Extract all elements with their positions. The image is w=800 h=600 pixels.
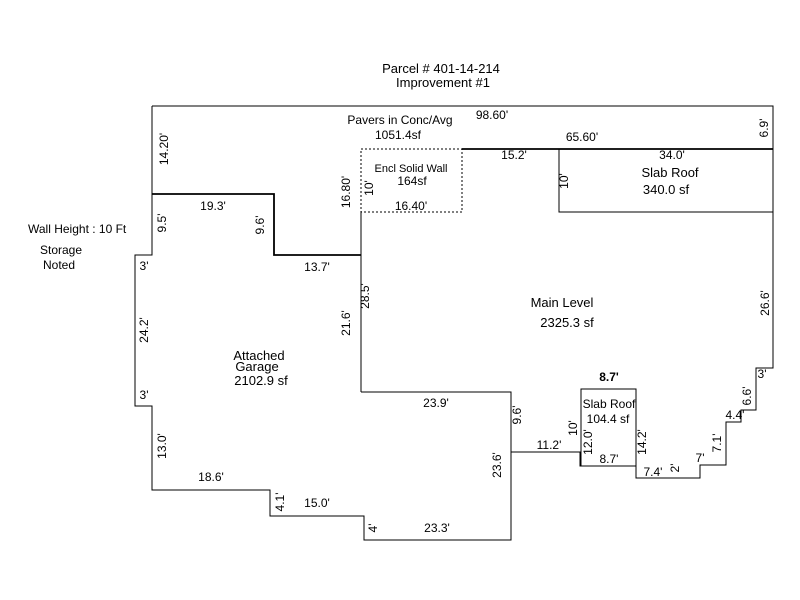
pavers-area: 1051.4sf — [375, 128, 422, 142]
dim-10-small: 10' — [566, 420, 580, 436]
dim-15-0: 15.0' — [304, 496, 330, 510]
dim-11-2: 11.2' — [537, 438, 562, 452]
dim-23-6: 23.6' — [490, 452, 504, 478]
dim-16-80: 16.80' — [339, 176, 353, 208]
garage-top-wall — [152, 193, 361, 256]
dim-98-60: 98.60' — [476, 108, 508, 122]
garage-title-1: Attached — [233, 348, 284, 363]
slab-roof-small-box — [580, 388, 637, 467]
garage-area: 2102.9 sf — [234, 373, 288, 388]
dim-19-3: 19.3' — [200, 199, 226, 213]
encl-area: 164sf — [397, 174, 427, 188]
dim-14-2: 14.2' — [635, 429, 649, 455]
dim-6-9: 6.9' — [757, 119, 771, 138]
dim-3-right: 3' — [758, 367, 767, 381]
dim-10-encl: 10' — [362, 180, 376, 196]
pavers-title: Pavers in Conc/Avg — [347, 113, 452, 127]
garage-title-2: Garage — [235, 359, 278, 374]
dim-65-60: 65.60' — [566, 130, 598, 144]
dim-24-2: 24.2' — [137, 317, 151, 343]
dim-4: 4' — [366, 524, 380, 533]
dim-9-6-top: 9.6' — [253, 216, 267, 235]
dim-6-6: 6.6' — [740, 387, 754, 406]
slab-small-title: Slab Roof — [583, 397, 636, 411]
dim-7-1: 7.1' — [710, 434, 724, 453]
dim-15-2: 15.2' — [501, 148, 527, 162]
slab-roof-top-box — [558, 149, 773, 213]
parcel-title: Parcel # 401-14-214 — [382, 61, 500, 76]
dim-13-7: 13.7' — [304, 260, 330, 274]
dim-2: 2' — [668, 464, 682, 473]
main-level-title: Main Level — [531, 295, 594, 310]
dim-8-7-bot: 8.7' — [600, 452, 619, 466]
dim-9-5: 9.5' — [155, 214, 169, 233]
dim-26-6: 26.6' — [758, 290, 772, 316]
dim-12-0: 12.0' — [581, 429, 595, 455]
dim-23-3: 23.3' — [424, 521, 450, 535]
slab-top-area: 340.0 sf — [643, 182, 690, 197]
dim-23-9: 23.9' — [423, 396, 449, 410]
slab-small-area: 104.4 sf — [587, 412, 630, 426]
dim-7-4: 7.4' — [644, 465, 663, 479]
encl-title: Encl Solid Wall — [375, 163, 448, 175]
dim-14-20: 14.20' — [157, 133, 171, 165]
dim-16-40: 16.40' — [395, 199, 427, 213]
dim-21-6: 21.6' — [339, 310, 353, 336]
encl-solid-wall-box — [360, 148, 463, 213]
improvement-title: Improvement #1 — [396, 75, 490, 90]
dim-10-slab: 10' — [557, 173, 571, 189]
dim-13-0: 13.0' — [155, 433, 169, 459]
dim-4-1: 4.1' — [273, 493, 287, 512]
wall-height-note: Wall Height : 10 Ft — [28, 222, 127, 236]
dim-3-top: 3' — [140, 259, 149, 273]
slab-top-title: Slab Roof — [641, 165, 698, 180]
dim-8-7-top: 8.7' — [599, 370, 619, 384]
storage-note-2: Noted — [43, 258, 75, 272]
storage-note-1: Storage — [40, 243, 82, 257]
main-level-area: 2325.3 sf — [540, 315, 594, 330]
dim-4-4: 4.4' — [726, 408, 745, 422]
dim-9-6-mid: 9.6' — [510, 406, 524, 425]
main-bottom-wall — [361, 391, 512, 452]
dim-18-6: 18.6' — [198, 470, 224, 484]
dim-28-5: 28.5' — [358, 283, 372, 309]
dim-7: 7' — [696, 451, 705, 465]
dim-3-bot: 3' — [140, 388, 149, 402]
dim-34-0: 34.0' — [659, 148, 685, 162]
